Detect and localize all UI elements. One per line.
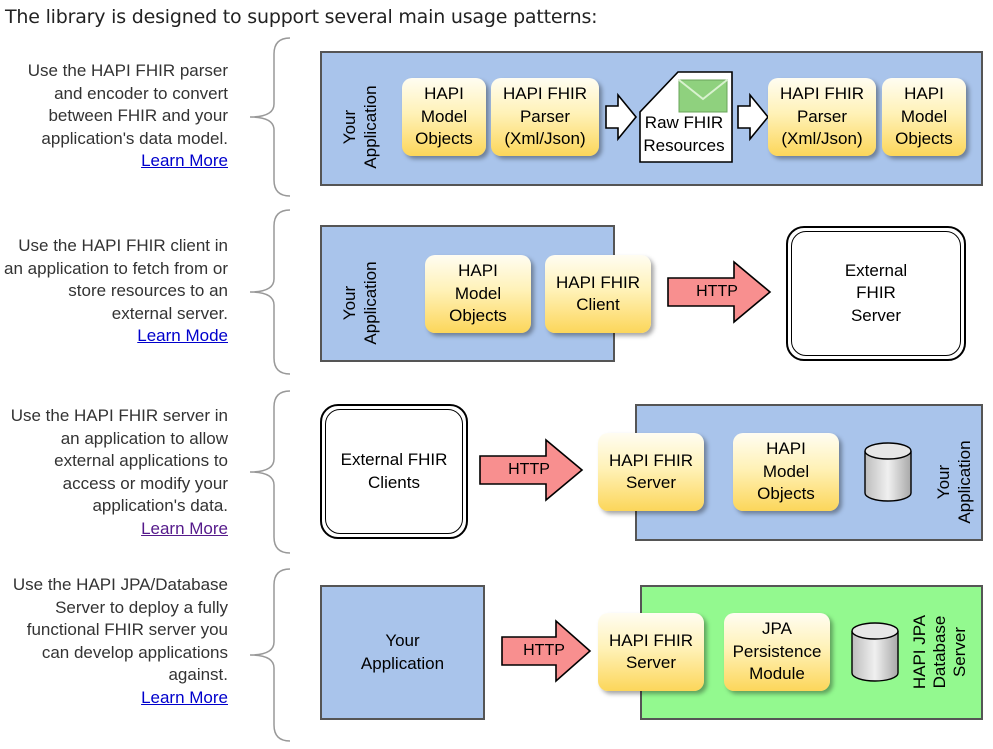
database-cylinder-icon xyxy=(851,622,899,682)
row4-description-block: Use the HAPI JPA/Database Server to depl… xyxy=(4,574,228,709)
row1-description-block: Use the HAPI FHIR parser and encoder to … xyxy=(4,60,228,173)
hollow-arrow-icon xyxy=(737,92,770,142)
row3-description: Use the HAPI FHIR server in an applicati… xyxy=(10,406,228,515)
row2-model-objects: HAPI Model Objects xyxy=(425,255,531,333)
row1-model-objects-right: HAPI Model Objects xyxy=(882,78,966,156)
http-arrow-icon xyxy=(479,438,584,502)
intro-text: The library is designed to support sever… xyxy=(5,6,598,28)
row3-app-label: Your Application xyxy=(934,440,974,524)
row1-parser-right: HAPI FHIR Parser (Xml/Json) xyxy=(768,78,876,156)
row4-jpa-server-label: HAPI JPA Database Server xyxy=(910,614,969,690)
row3-model-objects: HAPI Model Objects xyxy=(733,433,839,511)
database-cylinder-icon xyxy=(864,442,912,502)
row1-learn-more-link[interactable]: Learn More xyxy=(141,151,228,170)
row2-external-server-label: External FHIR Server xyxy=(844,260,908,325)
row4-learn-more-link[interactable]: Learn More xyxy=(141,687,228,707)
row1-description: Use the HAPI FHIR parser and encoder to … xyxy=(27,61,228,148)
row3-external-clients: External FHIR Clients xyxy=(320,404,468,539)
row2-learn-mode-link[interactable]: Learn Mode xyxy=(137,326,228,345)
curly-brace-icon xyxy=(249,37,291,197)
row3-learn-more-link[interactable]: Learn More xyxy=(141,518,228,538)
row3-http-label: HTTP xyxy=(508,461,550,478)
row1-raw-resources-label: Raw FHIR Resources xyxy=(643,113,725,155)
envelope-icon xyxy=(678,79,728,113)
http-arrow-icon xyxy=(667,260,772,324)
row3-description-block: Use the HAPI FHIR server in an applicati… xyxy=(4,405,228,540)
http-arrow-icon xyxy=(501,619,592,683)
row1-parser-left: HAPI FHIR Parser (Xml/Json) xyxy=(491,78,599,156)
row3-fhir-server: HAPI FHIR Server xyxy=(598,433,704,511)
row4-http-label: HTTP xyxy=(523,642,565,659)
row2-http-label: HTTP xyxy=(696,283,738,300)
row1-model-objects-left: HAPI Model Objects xyxy=(402,78,486,156)
row4-fhir-server: HAPI FHIR Server xyxy=(598,613,704,691)
row2-fhir-client: HAPI FHIR Client xyxy=(545,255,651,333)
hollow-arrow-icon xyxy=(605,92,638,142)
row4-jpa-module: JPA Persistence Module xyxy=(724,613,830,691)
row4-description: Use the HAPI JPA/Database Server to depl… xyxy=(12,575,228,684)
row4-app-panel: Your Application xyxy=(320,585,485,720)
row1-app-label: Your Application xyxy=(340,85,380,169)
row2-description: Use the HAPI FHIR client in an applicati… xyxy=(4,236,228,323)
curly-brace-icon xyxy=(249,209,291,375)
row2-external-server: External FHIR Server xyxy=(786,226,966,361)
curly-brace-icon xyxy=(249,568,291,742)
row2-app-label: Your Application xyxy=(340,261,380,345)
row3-external-clients-label: External FHIR Clients xyxy=(340,450,448,492)
curly-brace-icon xyxy=(249,390,291,554)
row2-description-block: Use the HAPI FHIR client in an applicati… xyxy=(4,235,228,348)
row4-app-label: Your Application xyxy=(360,631,445,673)
